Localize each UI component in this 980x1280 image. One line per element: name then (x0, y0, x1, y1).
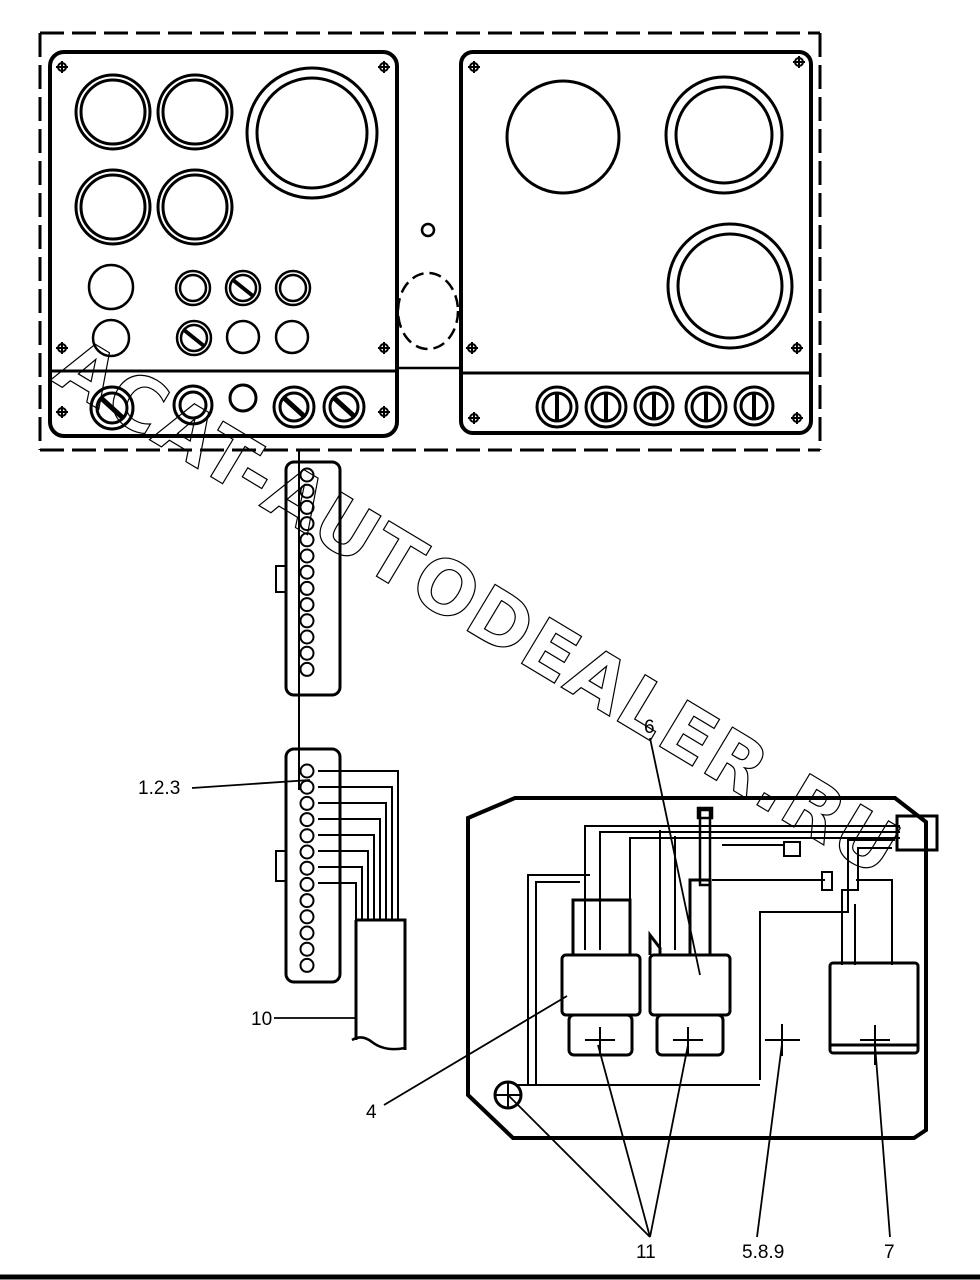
right-instrument-cluster (459, 50, 813, 435)
connector-pin (299, 564, 315, 580)
connector-pin (299, 763, 315, 779)
callout-6: 6 (644, 717, 655, 738)
connector-pin (299, 860, 315, 876)
callout-7: 7 (884, 1242, 895, 1263)
connector-pin (299, 812, 315, 828)
relay-7 (828, 961, 920, 1065)
connector-pin (299, 516, 315, 532)
connector-pin (299, 893, 315, 909)
connector-pin (299, 645, 315, 661)
socket-mark (765, 1024, 800, 1056)
mounting-screws-right (466, 56, 805, 424)
relay-6 (648, 878, 732, 1057)
connector-pin (299, 844, 315, 860)
connector-pin (299, 925, 315, 941)
board-wiring (515, 825, 900, 1086)
connector-pin (299, 941, 315, 957)
connector-pin (299, 779, 315, 795)
connector-pin (299, 548, 315, 564)
lower-connector (275, 747, 342, 984)
callout-10: 10 (251, 1009, 272, 1030)
callout-labels: 1.2.3 10 4 6 11 5.8.9 7 (138, 717, 895, 1263)
mounting-screws (56, 61, 390, 418)
connector-pin (299, 499, 315, 515)
instrument-panel-outline (38, 31, 822, 452)
connector-pin (299, 613, 315, 629)
indicator-lamps (87, 263, 312, 358)
connector-pin (299, 957, 315, 973)
connector-pin (299, 828, 315, 844)
connector-pin (299, 876, 315, 892)
callout-1-2-3: 1.2.3 (138, 778, 180, 799)
large-gauge (245, 66, 379, 200)
connector-pin (299, 795, 315, 811)
cable-sleeve (351, 918, 407, 1051)
relay-board (466, 796, 939, 1140)
cable-wires (318, 770, 399, 920)
right-switch-row (535, 385, 775, 429)
board-connector (895, 814, 939, 852)
connector-pin (299, 532, 315, 548)
callout-4: 4 (366, 1102, 377, 1123)
connector-pin (299, 580, 315, 596)
connector-pin (299, 629, 315, 645)
left-instrument-cluster (48, 50, 399, 438)
right-gauges (505, 75, 794, 350)
connector-pin (299, 467, 315, 483)
upper-connector (275, 460, 342, 697)
small-gauges (74, 73, 234, 246)
connector-pin (299, 483, 315, 499)
connector-pin (299, 909, 315, 925)
watermark: ACAT-AUTODEALER.RU (41, 322, 915, 894)
callout-11: 11 (636, 1242, 656, 1263)
left-switch-row (89, 383, 366, 431)
centre-fixture (396, 222, 461, 370)
connector-pin (299, 661, 315, 677)
callout-5-8-9: 5.8.9 (742, 1242, 784, 1263)
leader-lines (191, 737, 891, 1238)
connector-pin (299, 597, 315, 613)
